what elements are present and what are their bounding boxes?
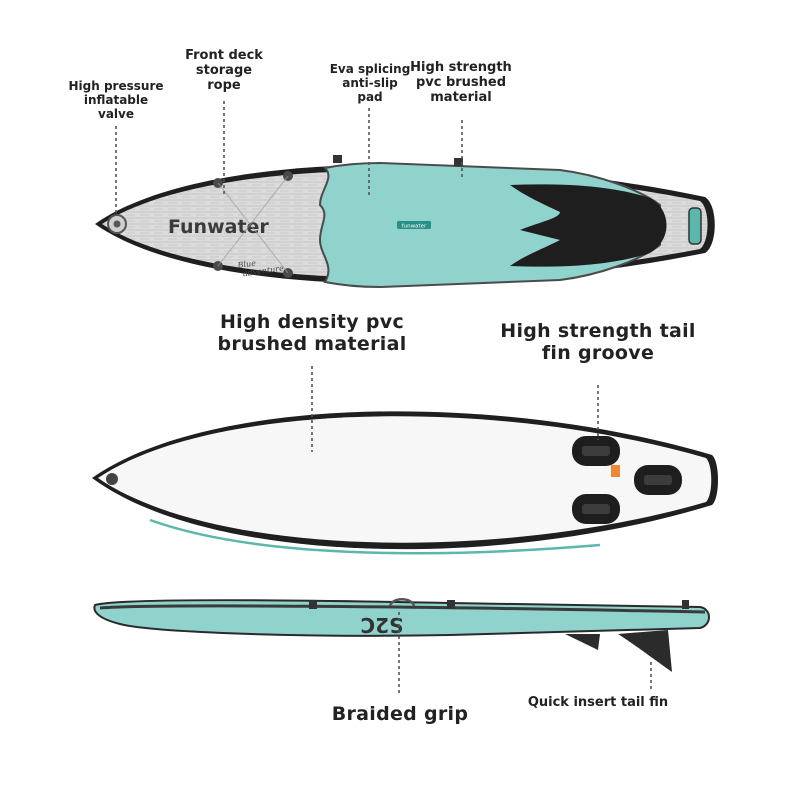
pad-tag-shape <box>397 221 431 229</box>
side-handle <box>682 600 689 609</box>
fin-box-icon <box>572 436 620 466</box>
deck-handle <box>454 158 463 166</box>
tail-fin-large <box>618 630 672 672</box>
kick-pad <box>510 184 667 267</box>
callout-tail-fin: Quick insert tail fin <box>527 695 669 710</box>
bottom-teal-seam <box>149 518 601 555</box>
bottom-board-hull <box>98 416 712 543</box>
script-line: Blue <box>236 258 257 270</box>
callout-bottom-material: High density pvc brushed material <box>217 311 407 355</box>
bottom-view <box>92 411 718 555</box>
side-mark-text: S2C <box>361 613 404 637</box>
side-rail-stripe <box>99 604 706 614</box>
leader-lines <box>115 101 652 693</box>
side-view: S2C <box>93 598 710 672</box>
callout-braided-grip: Braided grip <box>331 703 469 725</box>
side-handle <box>447 600 455 609</box>
bungee-rope <box>217 175 289 274</box>
fin-box-icon <box>572 494 620 524</box>
tail-fin-small <box>565 634 600 650</box>
top-deck-view: funwater Funwater Blue adventure <box>95 155 715 289</box>
deck-handle <box>333 155 342 163</box>
callout-fin-groove: High strength tail fin groove <box>500 320 696 364</box>
pad-tag-text: funwater <box>402 224 427 230</box>
callout-eva-pad: Eva splicing anti-slip pad <box>329 62 411 104</box>
callout-top-material: High strength pvc brushed material <box>410 60 512 105</box>
callout-valve: High pressure inflatable valve <box>68 79 164 121</box>
fin-box-icon <box>634 465 682 495</box>
bottom-valve-icon <box>106 473 118 485</box>
bottom-sticker <box>611 465 620 477</box>
leash-plug <box>688 207 702 245</box>
side-handle <box>309 600 317 609</box>
callout-front-rope: Front deck storage rope <box>185 48 263 93</box>
braided-grip-handle <box>388 598 416 607</box>
